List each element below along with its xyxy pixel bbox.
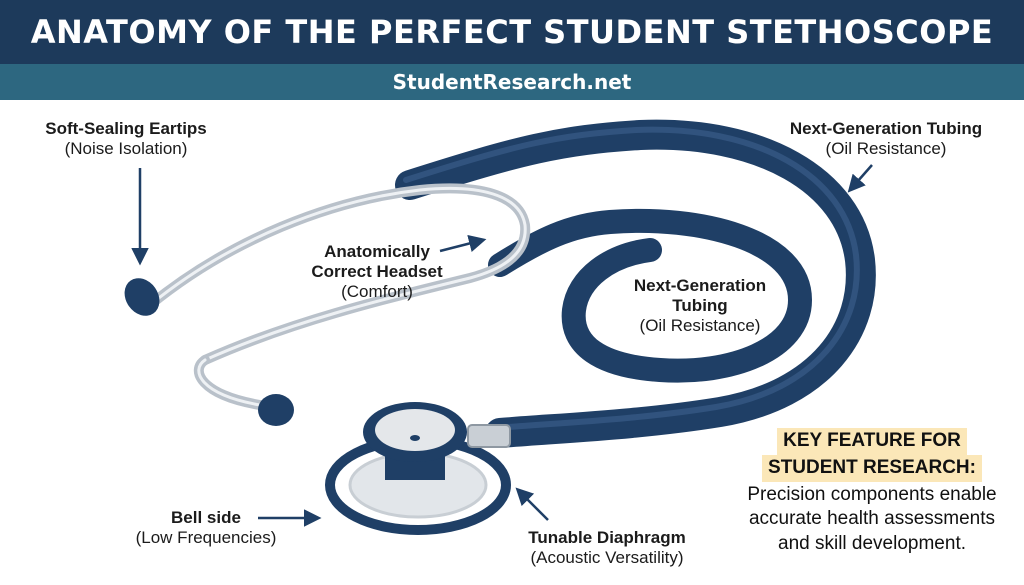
label-headset-line1: Anatomically — [324, 242, 430, 261]
label-bell-title: Bell side — [171, 508, 241, 527]
label-tubing-top-sub: (Oil Resistance) — [825, 139, 947, 159]
label-tubing-top-title: Next-Generation Tubing — [789, 119, 983, 138]
label-diaphragm-sub: (Acoustic Versatility) — [530, 548, 684, 568]
site-banner: StudentResearch.net — [0, 64, 1024, 100]
label-diaphragm-title: Tunable Diaphragm — [528, 528, 686, 547]
label-eartips-sub: (Noise Isolation) — [64, 139, 188, 159]
label-eartips-title: Soft-Sealing Eartips — [45, 119, 207, 138]
label-tubing-mid-line2: Tubing — [672, 296, 728, 316]
label-headset-sub: (Comfort) — [341, 282, 413, 302]
eartip-right — [258, 394, 294, 426]
label-headset: Anatomically Correct Headset (Comfort) — [302, 242, 452, 302]
title-banner: ANATOMY OF THE PERFECT STUDENT STETHOSCO… — [0, 0, 1024, 64]
key-feature-title-line1: KEY FEATURE FOR — [777, 428, 967, 455]
key-feature-desc-line3: and skill development. — [778, 533, 966, 555]
label-diaphragm: Tunable Diaphragm (Acoustic Versatility) — [502, 528, 712, 568]
inner-tubing — [488, 208, 813, 383]
label-tubing-mid: Next-Generation Tubing (Oil Resistance) — [612, 276, 788, 336]
label-tubing-mid-line1: Next-Generation — [633, 276, 767, 295]
arrow-headset — [439, 234, 487, 253]
stethoscope-illustration — [124, 119, 876, 535]
page-title: ANATOMY OF THE PERFECT STUDENT STETHOSCO… — [30, 13, 994, 51]
key-feature-desc-line1: Precision components enable — [747, 483, 997, 505]
label-tubing-mid-sub: (Oil Resistance) — [639, 316, 761, 336]
label-headset-line2: Correct Headset — [311, 262, 443, 282]
key-feature-title-line2: STUDENT RESEARCH: — [762, 454, 982, 482]
key-feature-desc-line2: accurate health assessments — [748, 508, 996, 530]
label-tubing-top: Next-Generation Tubing (Oil Resistance) — [776, 119, 996, 159]
site-name[interactable]: StudentResearch.net — [392, 70, 632, 94]
key-feature-box: KEY FEATURE FOR STUDENT RESEARCH: Precis… — [712, 428, 1024, 556]
eartip-left — [124, 278, 160, 316]
arrow-tubing-top — [847, 164, 873, 193]
label-bell: Bell side (Low Frequencies) — [108, 508, 304, 548]
arrow-diaphragm — [515, 487, 549, 521]
label-eartips: Soft-Sealing Eartips (Noise Isolation) — [26, 119, 226, 159]
label-bell-sub: (Low Frequencies) — [135, 528, 277, 548]
